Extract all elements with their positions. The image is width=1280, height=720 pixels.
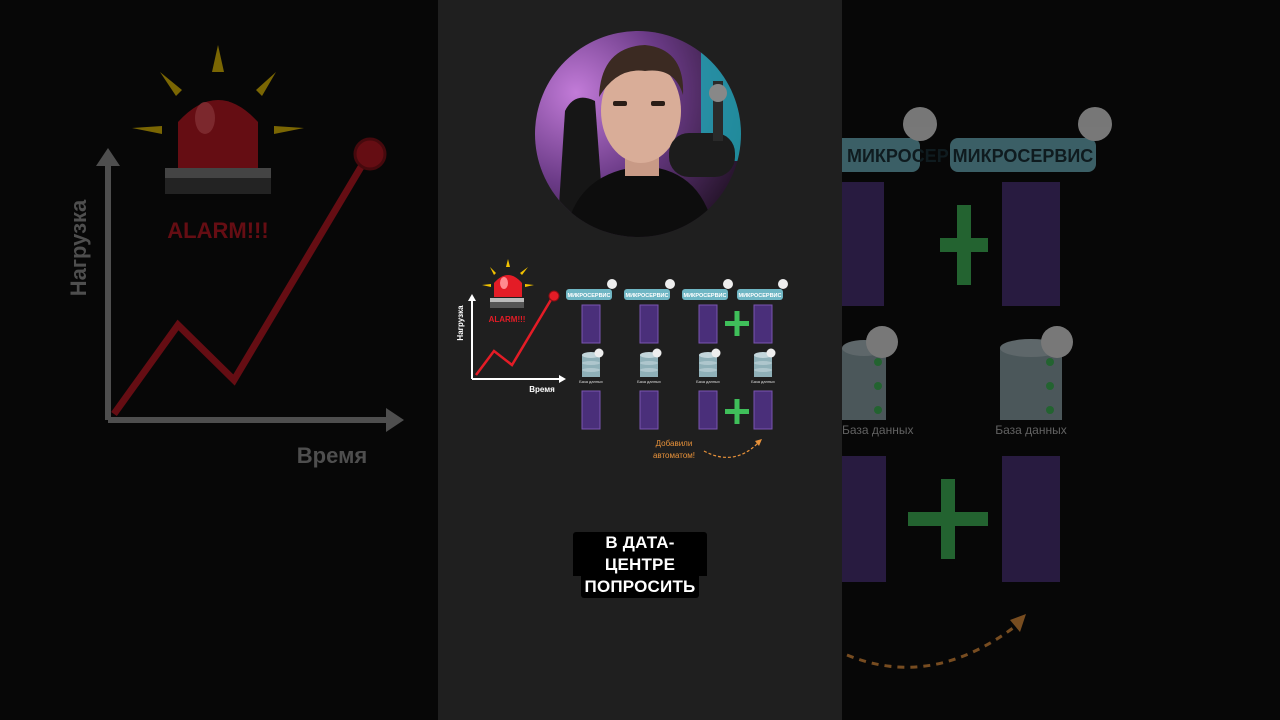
service-label-4: МИКРОСЕРВИС — [739, 293, 782, 299]
alarm-light-icon — [482, 259, 534, 308]
auto-added-arrow — [703, 442, 759, 458]
server-icon — [698, 390, 718, 430]
java-icon — [665, 279, 675, 289]
server-icon — [581, 390, 601, 430]
background-db-label-1: База данных — [842, 423, 913, 437]
plus-icon — [908, 479, 988, 559]
load-line — [475, 297, 554, 376]
background-server — [1002, 182, 1060, 306]
background-right-diagram: МИКРОСЕРВИС МИКРОСЕРВИС База данных База… — [842, 107, 1112, 669]
subtitle-line-1: В ДАТА-ЦЕНТРЕ — [573, 532, 707, 576]
background-server — [842, 456, 886, 582]
db-label-2: База данных — [637, 379, 661, 384]
background-dashed-arrow — [846, 623, 1018, 669]
server-icon — [639, 390, 659, 430]
server-icon — [581, 304, 601, 344]
server-icon — [698, 304, 718, 344]
java-icon — [903, 107, 937, 141]
service-label-1: МИКРОСЕРВИС — [568, 293, 611, 299]
background-x-axis-label: Время — [297, 443, 367, 468]
background-server — [842, 182, 884, 306]
plus-icon — [725, 399, 749, 424]
java-icon — [1078, 107, 1112, 141]
db-label-3: База данных — [696, 379, 720, 384]
server-icon — [753, 304, 773, 344]
postgres-icon — [711, 348, 721, 358]
background-right-panel: МИКРОСЕРВИС МИКРОСЕРВИС База данных База… — [842, 0, 1280, 720]
subtitle-caption: В ДАТА-ЦЕНТРЕ ПОПРОСИТЬ — [573, 532, 707, 598]
db-label-1: База данных — [579, 379, 603, 384]
database-icon — [699, 352, 717, 377]
database-icon — [842, 340, 886, 420]
speaker-avatar — [535, 31, 741, 237]
java-icon — [607, 279, 617, 289]
background-load-line — [111, 160, 368, 417]
x-axis-label: Время — [529, 385, 555, 394]
postgres-icon — [866, 326, 898, 358]
background-left-panel: ALARM!!! Нагрузка Время — [0, 0, 438, 720]
architecture-diagram: ALARM!!! Нагрузка Время МИКРОСЕРВИС Ба — [456, 259, 788, 460]
background-left-diagram: ALARM!!! Нагрузка Время — [66, 45, 404, 468]
alarm-label: ALARM!!! — [489, 315, 526, 324]
plus-icon — [940, 205, 988, 285]
microservice-column: МИКРОСЕРВИС База данных — [624, 279, 675, 430]
y-axis-label: Нагрузка — [456, 305, 465, 341]
plus-icon — [725, 311, 749, 336]
postgres-icon — [652, 348, 662, 358]
background-server — [1002, 456, 1060, 582]
auto-added-note-line1: Добавили — [656, 439, 693, 448]
server-icon — [639, 304, 659, 344]
background-peak-marker — [353, 137, 387, 171]
background-service-badge — [842, 138, 920, 172]
postgres-icon — [1041, 326, 1073, 358]
video-frame: ALARM!!! Нагрузка Время МИКРОСЕРВИС Ба — [438, 0, 842, 720]
db-label-4: База данных — [751, 379, 775, 384]
microservice-column: МИКРОСЕРВИС База данных — [737, 279, 788, 430]
background-alarm-label: ALARM!!! — [167, 218, 268, 243]
service-label-3: МИКРОСЕРВИС — [684, 293, 727, 299]
auto-added-note-line2: автоматом! — [653, 451, 695, 460]
peak-marker — [548, 290, 560, 302]
postgres-icon — [766, 348, 776, 358]
postgres-icon — [594, 348, 604, 358]
background-service-badge — [950, 138, 1096, 172]
microservice-column: МИКРОСЕРВИС База данных — [566, 279, 617, 430]
service-label-2: МИКРОСЕРВИС — [626, 293, 669, 299]
alarm-light-icon — [132, 45, 304, 194]
background-service-label-2: МИКРОСЕРВИС — [953, 146, 1094, 166]
microservice-column: МИКРОСЕРВИС База данных — [682, 279, 733, 430]
java-icon — [723, 279, 733, 289]
background-axes — [96, 148, 404, 432]
load-chart-axes — [468, 294, 566, 383]
java-icon — [778, 279, 788, 289]
subtitle-line-2: ПОПРОСИТЬ — [580, 576, 700, 598]
server-icon — [753, 390, 773, 430]
background-y-axis-label: Нагрузка — [66, 199, 91, 296]
background-db-label-2: База данных — [995, 423, 1066, 437]
